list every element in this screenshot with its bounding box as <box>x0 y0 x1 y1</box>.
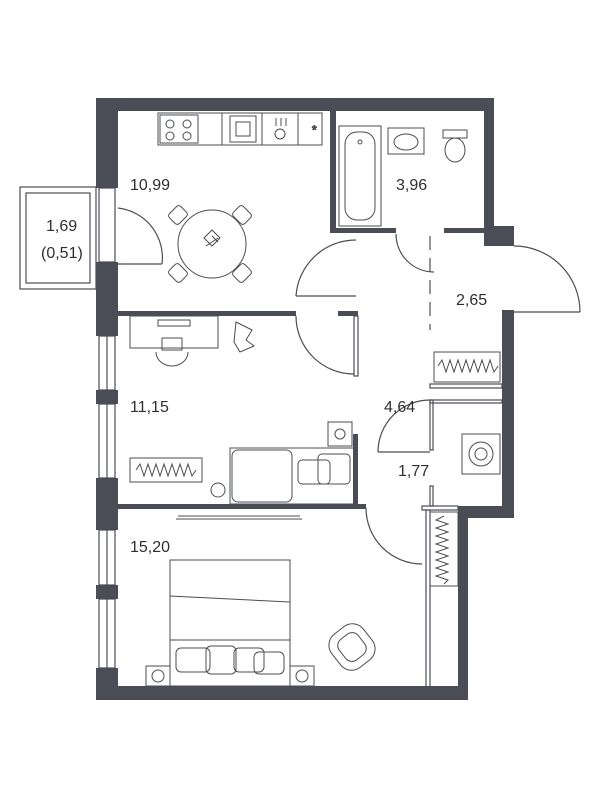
desk-icon <box>129 315 219 367</box>
toilet-icon <box>442 129 468 163</box>
sink-icon <box>229 115 257 143</box>
balcony-area-label: 1,69 <box>46 218 77 235</box>
bed-icon <box>169 559 291 687</box>
bathroom-furniture <box>338 125 468 227</box>
kitchen-area-label: 10,99 <box>130 177 170 194</box>
balcony-reduced-area-label: (0,51) <box>41 245 83 262</box>
armchair-icon <box>328 623 376 671</box>
hall-area-label: 2,65 <box>456 292 487 309</box>
small-bedroom-area-label: 11,15 <box>130 399 169 416</box>
walls <box>96 98 514 700</box>
large-bedroom-area-label: 15,20 <box>130 539 170 556</box>
bathroom-area-label: 3,96 <box>396 177 427 194</box>
stove-icon <box>159 114 199 144</box>
washbasin-icon <box>387 127 425 155</box>
svg-text:*: * <box>312 123 317 137</box>
plant-icon <box>203 229 221 247</box>
bathtub-icon <box>338 125 382 227</box>
doors <box>117 207 581 565</box>
bed-icon <box>229 447 355 505</box>
small-bedroom-furniture <box>129 315 355 505</box>
storage-furniture <box>429 351 501 587</box>
room-labels: 10,99 3,96 1,69 (0,51) 2,65 4,64 11,15 1… <box>41 177 487 556</box>
washing-machine-icon <box>461 433 501 475</box>
balcony <box>19 186 97 290</box>
partitions <box>118 111 503 689</box>
corridor-area-label: 4,64 <box>384 399 415 416</box>
table-icon <box>168 205 252 283</box>
large-bedroom-furniture <box>145 515 376 687</box>
storage-area-label: 1,77 <box>398 463 429 480</box>
fridge-icon: * <box>274 118 318 140</box>
kitchen-furniture: * <box>157 112 323 283</box>
